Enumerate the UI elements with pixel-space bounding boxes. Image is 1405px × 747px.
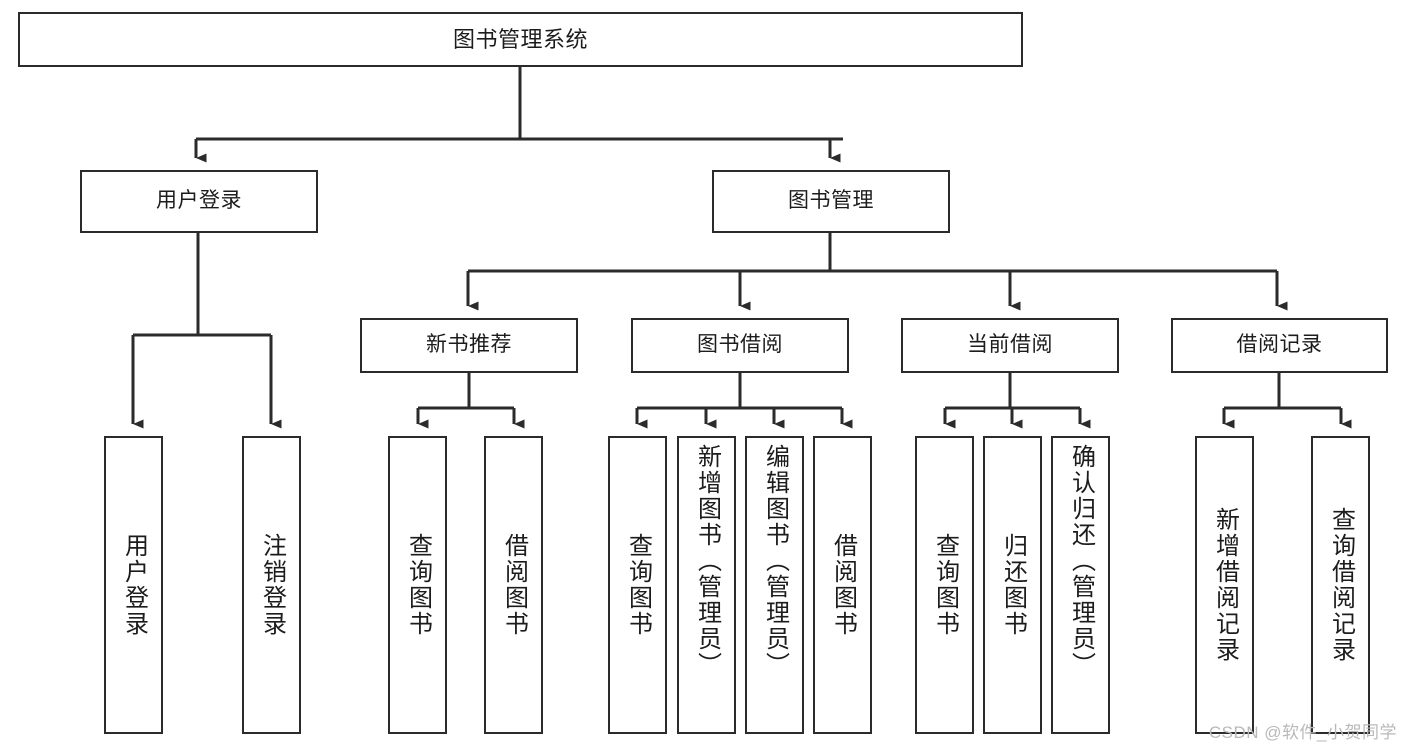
node-leaf-borrow-books-1-label: 借阅图书 bbox=[500, 533, 528, 637]
node-leaf-query-borrow-record[interactable]: 查询借阅记录 bbox=[1311, 436, 1370, 734]
node-leaf-logout-login-label: 注销登录 bbox=[258, 533, 286, 637]
node-book-management-label: 图书管理 bbox=[788, 189, 874, 213]
node-borrow-record-label: 借阅记录 bbox=[1236, 333, 1323, 357]
node-current-borrow[interactable]: 当前借阅 bbox=[901, 318, 1119, 373]
node-leaf-return-books-label: 归还图书 bbox=[999, 533, 1027, 637]
node-root-system-label: 图书管理系统 bbox=[452, 26, 588, 52]
csdn-watermark: CSDN @软件_小贺同学 bbox=[1208, 723, 1397, 742]
node-current-borrow-label: 当前借阅 bbox=[967, 333, 1053, 357]
node-leaf-add-borrow-record[interactable]: 新增借阅记录 bbox=[1195, 436, 1254, 734]
node-leaf-query-books-1-label: 查询图书 bbox=[404, 533, 432, 637]
node-leaf-borrow-books-1[interactable]: 借阅图书 bbox=[484, 436, 543, 734]
node-leaf-user-login-label: 用户登录 bbox=[120, 533, 148, 637]
node-leaf-user-login[interactable]: 用户登录 bbox=[104, 436, 163, 734]
node-leaf-add-borrow-record-label: 新增借阅记录 bbox=[1211, 507, 1239, 663]
node-leaf-add-book-admin-label: 新增图书（管理员） bbox=[693, 444, 721, 678]
node-leaf-edit-book-admin[interactable]: 编辑图书（管理员） bbox=[745, 436, 804, 734]
node-leaf-return-books[interactable]: 归还图书 bbox=[983, 436, 1042, 734]
node-leaf-query-books-1[interactable]: 查询图书 bbox=[388, 436, 447, 734]
node-leaf-borrow-books-2[interactable]: 借阅图书 bbox=[813, 436, 872, 734]
node-leaf-query-books-2-label: 查询图书 bbox=[624, 533, 652, 637]
node-leaf-logout-login[interactable]: 注销登录 bbox=[242, 436, 301, 734]
node-root-system[interactable]: 图书管理系统 bbox=[18, 12, 1023, 67]
node-book-management[interactable]: 图书管理 bbox=[712, 170, 950, 233]
node-leaf-edit-book-admin-label: 编辑图书（管理员） bbox=[761, 444, 789, 678]
node-leaf-query-books-3-label: 查询图书 bbox=[931, 533, 959, 637]
node-new-book-recommend[interactable]: 新书推荐 bbox=[360, 318, 578, 373]
node-leaf-query-borrow-record-label: 查询借阅记录 bbox=[1327, 507, 1355, 663]
node-leaf-confirm-return-admin-label: 确认归还（管理员） bbox=[1067, 444, 1095, 678]
node-borrow-record[interactable]: 借阅记录 bbox=[1171, 318, 1388, 373]
node-leaf-confirm-return-admin[interactable]: 确认归还（管理员） bbox=[1051, 436, 1110, 734]
node-leaf-query-books-3[interactable]: 查询图书 bbox=[915, 436, 974, 734]
node-leaf-borrow-books-2-label: 借阅图书 bbox=[829, 533, 857, 637]
node-leaf-query-books-2[interactable]: 查询图书 bbox=[608, 436, 667, 734]
node-leaf-add-book-admin[interactable]: 新增图书（管理员） bbox=[677, 436, 736, 734]
node-book-borrow[interactable]: 图书借阅 bbox=[631, 318, 849, 373]
node-user-login[interactable]: 用户登录 bbox=[80, 170, 318, 233]
node-new-book-recommend-label: 新书推荐 bbox=[426, 333, 512, 357]
node-book-borrow-label: 图书借阅 bbox=[697, 333, 783, 357]
node-user-login-label: 用户登录 bbox=[156, 189, 242, 213]
